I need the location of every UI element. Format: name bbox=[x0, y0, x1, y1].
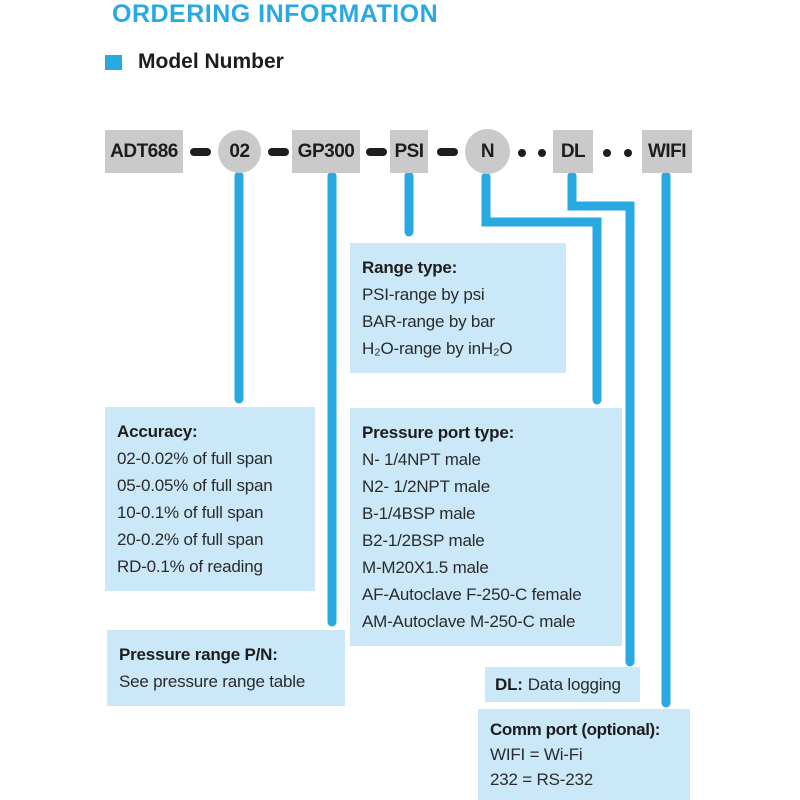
callout-line: BAR-range by bar bbox=[362, 312, 495, 331]
dash-separator-icon bbox=[437, 148, 458, 156]
section-title-model-number: Model Number bbox=[138, 50, 284, 73]
callout-line: AM-Autoclave M-250-C male bbox=[362, 612, 576, 631]
page-title: ORDERING INFORMATION bbox=[112, 0, 439, 28]
callout-line: N2- 1/2NPT male bbox=[362, 477, 491, 496]
callout-line: PSI-range by psi bbox=[362, 285, 485, 304]
callout-line: See pressure range table bbox=[119, 672, 306, 691]
callout-comm-port: Comm port (optional): WIFI = Wi-Fi 232 =… bbox=[478, 709, 690, 800]
callout-title: Accuracy: bbox=[117, 422, 198, 441]
model-segment-range-type: PSI bbox=[390, 130, 428, 173]
model-segment-pressure-range: GP300 bbox=[292, 130, 360, 173]
callout-title: Pressure range P/N: bbox=[119, 645, 278, 664]
dash-separator-icon bbox=[190, 148, 211, 156]
callout-line: 02-0.02% of full span bbox=[117, 449, 273, 468]
callout-range-type: Range type: PSI-range by psi BAR-range b… bbox=[350, 243, 566, 373]
callout-line: 10-0.1% of full span bbox=[117, 503, 264, 522]
model-segment-accuracy: 02 bbox=[218, 130, 261, 173]
callout-line: RD-0.1% of reading bbox=[117, 557, 263, 576]
callout-line: N- 1/4NPT male bbox=[362, 450, 481, 469]
callout-line: M-M20X1.5 male bbox=[362, 558, 489, 577]
dot-separator-icon bbox=[518, 149, 526, 157]
model-segment-port-type: N bbox=[465, 129, 510, 174]
callout-pressure-port-type: Pressure port type: N- 1/4NPT male N2- 1… bbox=[350, 408, 622, 646]
callout-title: Range type: bbox=[362, 258, 458, 277]
callout-line: B-1/4BSP male bbox=[362, 504, 476, 523]
dash-separator-icon bbox=[268, 148, 289, 156]
model-segment-base: ADT686 bbox=[105, 130, 183, 173]
callout-line: Data logging bbox=[527, 675, 621, 694]
callout-line: WIFI = Wi-Fi bbox=[490, 745, 583, 764]
model-segment-data-logging: DL bbox=[553, 130, 593, 173]
dot-separator-icon bbox=[603, 149, 611, 157]
callout-accuracy: Accuracy: 02-0.02% of full span 05-0.05%… bbox=[105, 407, 315, 591]
callout-line: 232 = RS-232 bbox=[490, 770, 593, 789]
dot-separator-icon bbox=[624, 149, 632, 157]
callout-line: 20-0.2% of full span bbox=[117, 530, 264, 549]
dot-separator-icon bbox=[538, 149, 546, 157]
dash-separator-icon bbox=[366, 148, 387, 156]
callout-pressure-range: Pressure range P/N: See pressure range t… bbox=[107, 630, 345, 706]
callout-title: Comm port (optional): bbox=[490, 720, 661, 739]
square-bullet-icon bbox=[105, 55, 122, 70]
callout-title: Pressure port type: bbox=[362, 423, 515, 442]
model-segment-comm-port: WIFI bbox=[642, 130, 692, 173]
callout-line: AF-Autoclave F-250-C female bbox=[362, 585, 582, 604]
callout-line: H₂O-range by inH₂O bbox=[362, 339, 513, 358]
callout-data-logging: DL:Data logging bbox=[485, 667, 640, 702]
callout-title: DL: bbox=[495, 675, 523, 694]
callout-line: 05-0.05% of full span bbox=[117, 476, 273, 495]
callout-line: B2-1/2BSP male bbox=[362, 531, 485, 550]
